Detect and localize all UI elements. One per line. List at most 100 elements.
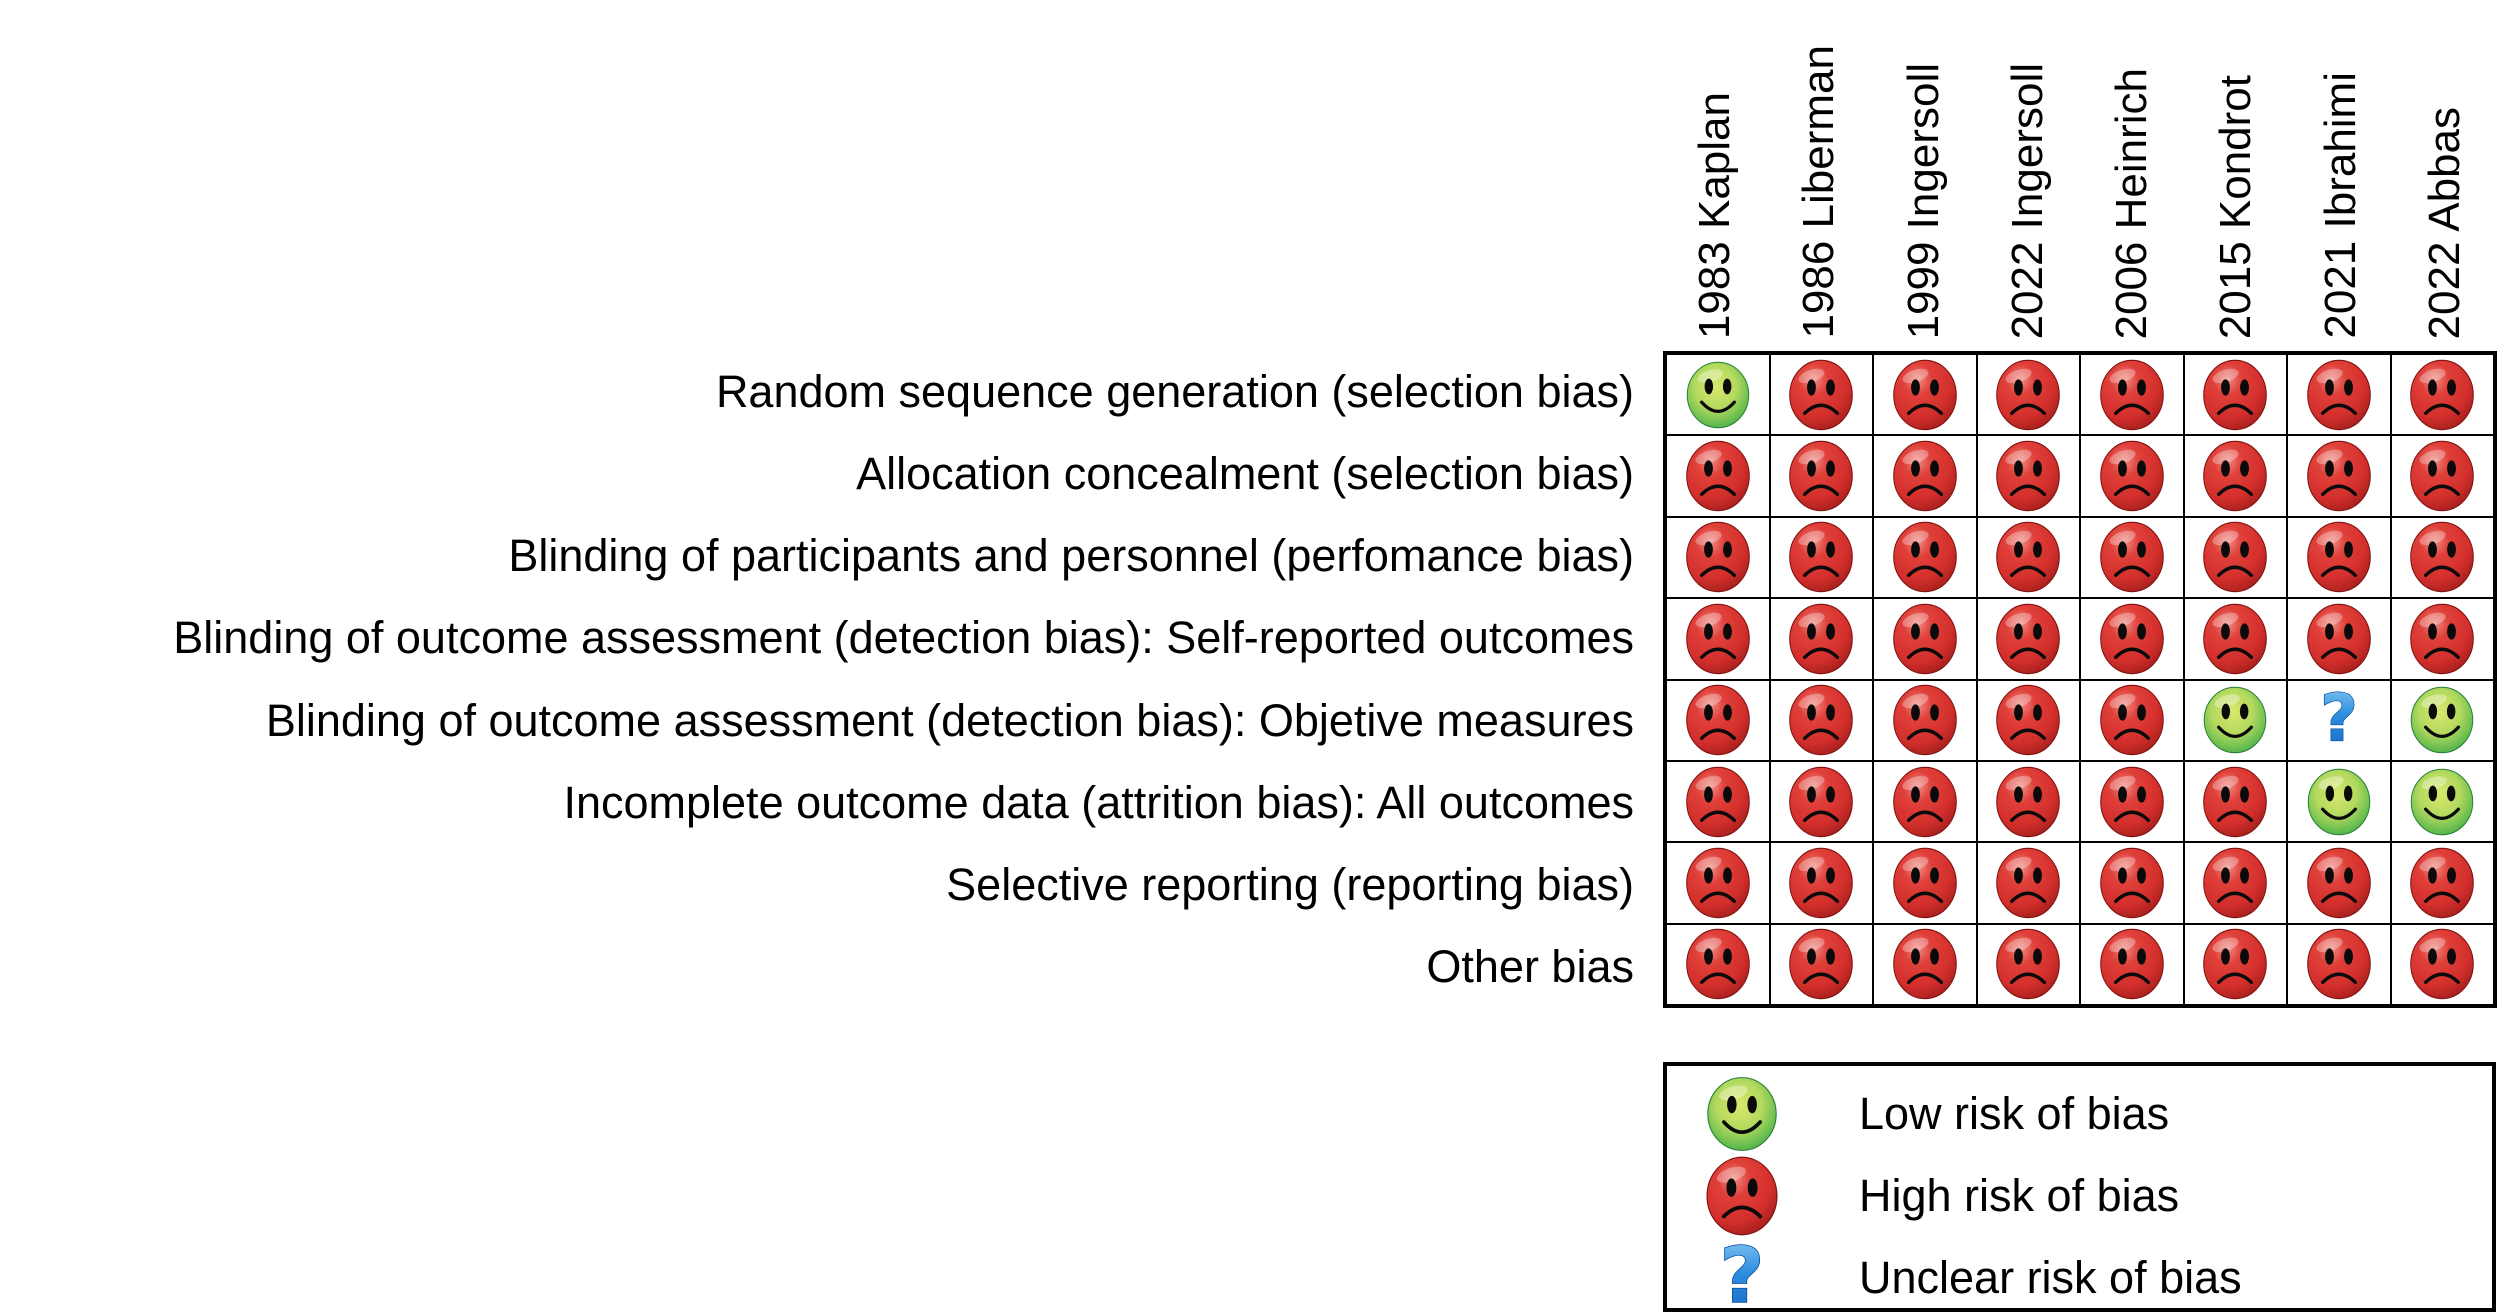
high-risk-frown-icon [2098, 926, 2166, 1002]
high-risk-frown-icon [1684, 519, 1752, 595]
risk-cell-high [1770, 924, 1872, 1004]
risk-cell-high [2081, 761, 2183, 842]
unclear-question-icon [1718, 1238, 1766, 1316]
risk-cell-high [1667, 924, 1769, 1004]
high-risk-frown-icon [2408, 519, 2476, 595]
column-header: 2022 Ingersoll [1976, 0, 2080, 347]
risk-cell-high [2081, 680, 2183, 760]
study-label: 2006 Heinrich [2107, 67, 2157, 340]
legend-item: Unclear risk of bias [1667, 1238, 2492, 1316]
risk-cell-high [2391, 843, 2493, 923]
domain-label: Blinding of outcome assessment (detectio… [173, 612, 1634, 664]
high-risk-frown-icon [2201, 764, 2269, 840]
risk-cell-high [1977, 517, 2079, 598]
risk-cell-high [1874, 436, 1976, 516]
risk-cell-high [2391, 436, 2493, 516]
high-risk-frown-icon [1787, 438, 1855, 514]
risk-cell-low [2184, 680, 2286, 760]
risk-cell-low [2391, 761, 2493, 842]
risk-cell-high [2288, 517, 2390, 598]
risk-cell-high [1770, 843, 1872, 923]
domain-label: Allocation concealment (selection bias) [856, 448, 1634, 500]
low-risk-smiley-icon [1684, 359, 1752, 431]
column-header: 1983 Kaplan [1663, 0, 1767, 347]
legend-label: Low risk of bias [1859, 1088, 2170, 1139]
risk-cell-high [2391, 599, 2493, 679]
risk-cell-low [2391, 680, 2493, 760]
low-risk-smiley-icon [2408, 766, 2476, 838]
high-risk-frown-icon [1994, 357, 2062, 433]
high-risk-frown-icon [2408, 601, 2476, 677]
domain-label: Other bias [1426, 940, 1634, 992]
low-risk-smiley-icon [2408, 684, 2476, 756]
high-risk-frown-icon [2408, 926, 2476, 1002]
high-risk-frown-icon [2098, 601, 2166, 677]
legend-item: High risk of bias [1667, 1154, 2492, 1238]
high-risk-frown-icon [1891, 438, 1959, 514]
risk-cell-high [1977, 599, 2079, 679]
high-risk-frown-icon [1891, 601, 1959, 677]
column-header: 2015 Kondrot [2184, 0, 2288, 347]
risk-cell-high [2184, 599, 2286, 679]
legend-icon-cell [1667, 1074, 1817, 1154]
risk-cell-high [2288, 355, 2390, 435]
high-risk-frown-icon [1891, 764, 1959, 840]
risk-cell-unclear [2288, 680, 2390, 760]
risk-cell-high [1977, 761, 2079, 842]
risk-cell-high [2184, 924, 2286, 1004]
legend-item: Low risk of bias [1667, 1074, 2492, 1154]
risk-cell-high [2288, 599, 2390, 679]
risk-cell-high [1667, 761, 1769, 842]
risk-cell-high [2081, 843, 2183, 923]
risk-cell-high [1874, 680, 1976, 760]
risk-cell-high [2081, 355, 2183, 435]
high-risk-frown-icon [2201, 601, 2269, 677]
high-risk-frown-icon [1891, 926, 1959, 1002]
high-risk-frown-icon [2201, 519, 2269, 595]
high-risk-frown-icon [2305, 438, 2373, 514]
high-risk-frown-icon [1891, 682, 1959, 758]
legend-label: Unclear risk of bias [1859, 1252, 2242, 1303]
high-risk-frown-icon [1684, 845, 1752, 921]
domain-label: Blinding of outcome assessment (detectio… [265, 694, 1634, 746]
risk-cell-high [2184, 355, 2286, 435]
high-risk-frown-icon [1787, 682, 1855, 758]
high-risk-frown-icon [1787, 764, 1855, 840]
legend-icon-cell [1667, 1238, 1817, 1316]
risk-cell-high [1667, 599, 1769, 679]
risk-cell-high [1770, 761, 1872, 842]
risk-cell-high [2391, 517, 2493, 598]
risk-cell-high [1667, 517, 1769, 598]
high-risk-frown-icon [1684, 438, 1752, 514]
legend-icon-cell [1667, 1154, 1817, 1238]
unclear-question-icon [2318, 686, 2360, 754]
risk-cell-high [2184, 761, 2286, 842]
high-risk-frown-icon [2201, 438, 2269, 514]
high-risk-frown-icon [1994, 519, 2062, 595]
high-risk-frown-icon [2408, 438, 2476, 514]
risk-cell-high [1977, 680, 2079, 760]
domain-label: Selective reporting (reporting bias) [946, 858, 1634, 910]
risk-cell-high [2288, 436, 2390, 516]
high-risk-frown-icon [1994, 682, 2062, 758]
risk-cell-high [1874, 761, 1976, 842]
risk-cell-high [1770, 436, 1872, 516]
high-risk-frown-icon [1891, 845, 1959, 921]
risk-cell-high [1874, 843, 1976, 923]
high-risk-frown-icon [2305, 926, 2373, 1002]
study-label: 1999 Ingersoll [1898, 62, 1948, 339]
risk-cell-high [1977, 436, 2079, 516]
high-risk-frown-icon [2098, 764, 2166, 840]
risk-cell-high [2081, 599, 2183, 679]
risk-grid [1663, 351, 2497, 1008]
high-risk-frown-icon [2201, 357, 2269, 433]
column-header: 2006 Heinrich [2080, 0, 2184, 347]
study-label: 2021 Ibrahimi [2315, 72, 2365, 339]
risk-cell-high [2288, 843, 2390, 923]
column-header: 1986 Liberman [1767, 0, 1871, 347]
risk-cell-high [1874, 517, 1976, 598]
risk-cell-high [1874, 924, 1976, 1004]
risk-cell-high [1770, 517, 1872, 598]
